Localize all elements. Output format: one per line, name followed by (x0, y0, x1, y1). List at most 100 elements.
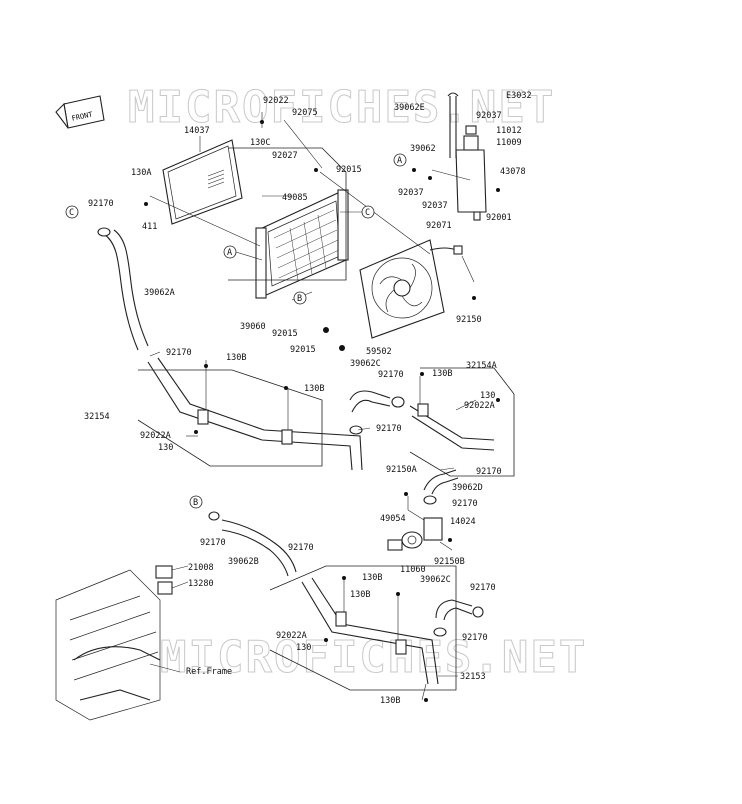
label-92170-b3: 92170 (470, 583, 496, 593)
radiator (255, 189, 349, 299)
label-43078: 43078 (500, 167, 526, 177)
fan-assembly (359, 239, 463, 339)
label-92022: 92022 (263, 96, 289, 106)
label-14037: 14037 (184, 126, 210, 136)
thermostat-housing (387, 469, 459, 551)
label-411: 411 (142, 222, 157, 232)
leader-lines (149, 112, 477, 701)
label-92022A-l: 92022A (140, 431, 171, 441)
label-130B-l: 130B (226, 353, 246, 363)
label-92022A-b: 92022A (276, 631, 307, 641)
label-92037-top: 92037 (476, 111, 502, 121)
label-39062: 39062 (410, 144, 436, 154)
label-49054: 49054 (380, 514, 406, 524)
svg-text:B: B (193, 498, 198, 508)
callout-a-left: A (223, 245, 237, 259)
label-130-b: 130 (296, 643, 311, 653)
callout-c-top: C (65, 205, 79, 219)
group-box-32154 (137, 369, 323, 467)
label-92001: 92001 (486, 213, 512, 223)
label-92150A: 92150A (386, 465, 417, 475)
label-92170-r2: 92170 (376, 424, 402, 434)
callout-b-radiator: B (293, 291, 307, 305)
label-92170-b2: 92170 (288, 543, 314, 553)
label-14024: 14024 (450, 517, 476, 527)
callout-c-radiator: C (361, 205, 375, 219)
label-11060: 11060 (400, 565, 426, 575)
hose-39062A (103, 233, 139, 351)
label-32154: 32154 (84, 412, 110, 422)
front-arrow-icon: FRONT (55, 95, 105, 129)
label-92170-b1: 92170 (200, 538, 226, 548)
hose-clamp (97, 227, 111, 237)
label-92170-l: 92170 (166, 348, 192, 358)
label-130B-b2: 130B (350, 590, 370, 600)
group-box-32153 (269, 565, 457, 691)
label-92071: 92071 (426, 221, 452, 231)
label-130B-b3: 130B (380, 696, 400, 706)
label-92170-b4: 92170 (462, 633, 488, 643)
watermark-bottom: MICROFICHES.NET (160, 632, 587, 683)
label-59502: 59502 (366, 347, 392, 357)
hose-39062A-outline (113, 229, 149, 347)
label-130-r: 130 (480, 391, 495, 401)
callout-b-lower: B (189, 495, 203, 509)
label-130A: 130A (131, 168, 151, 178)
label-39060: 39060 (240, 322, 266, 332)
hose-39062B (208, 511, 297, 577)
label-92015-low: 92015 (290, 345, 316, 355)
svg-text:C: C (69, 208, 74, 218)
label-ref-frame: Ref.Frame (186, 667, 232, 677)
label-49085: 49085 (282, 193, 308, 203)
label-39062C-r: 39062C (350, 359, 381, 369)
watermark-top: MICROFICHES.NET (128, 82, 555, 133)
svg-text:A: A (227, 248, 232, 258)
coolant-reservoir (447, 92, 487, 221)
label-130-l: 130 (158, 443, 173, 453)
label-39062B: 39062B (228, 557, 259, 567)
radiator-screen (162, 139, 243, 225)
label-92150: 92150 (456, 315, 482, 325)
label-130B-l2: 130B (304, 384, 324, 394)
svg-text:C: C (365, 208, 370, 218)
label-92170-r3: 92170 (476, 467, 502, 477)
label-21008: 21008 (188, 563, 214, 573)
label-39062A: 39062A (144, 288, 175, 298)
label-92027: 92027 (272, 151, 298, 161)
label-39062C-b: 39062C (420, 575, 451, 585)
label-32153: 32153 (460, 672, 486, 682)
group-box-32154A (409, 367, 515, 477)
label-92075: 92075 (292, 108, 318, 118)
label-130B-r: 130B (432, 369, 452, 379)
label-92037-b: 92037 (422, 201, 448, 211)
label-39062E: 39062E (394, 103, 425, 113)
fastener-dots (144, 120, 500, 702)
label-92150B: 92150B (434, 557, 465, 567)
callout-a-reservoir: A (393, 153, 407, 167)
pipe-32153 (301, 577, 484, 685)
svg-text:B: B (297, 294, 302, 304)
frame-reference (55, 565, 173, 721)
label-11009: 11009 (496, 138, 522, 148)
pipe-32154 (147, 357, 363, 471)
group-box-radiator (228, 147, 347, 281)
label-92170-r1: 92170 (378, 370, 404, 380)
label-92015-mid: 92015 (272, 329, 298, 339)
svg-text:A: A (397, 156, 402, 166)
label-32154A: 32154A (466, 361, 497, 371)
label-92170-r4: 92170 (452, 499, 478, 509)
label-92037-a: 92037 (398, 188, 424, 198)
label-39062D: 39062D (452, 483, 483, 493)
label-130C: 130C (250, 138, 270, 148)
pipe-32154A (349, 390, 495, 451)
label-92170-c: 92170 (88, 199, 114, 209)
label-11012: 11012 (496, 126, 522, 136)
label-92022A-r: 92022A (464, 401, 495, 411)
label-92015-top: 92015 (336, 165, 362, 175)
label-130B-b1: 130B (362, 573, 382, 583)
diagram-code: E3032 (506, 91, 532, 101)
cap-49054 (387, 539, 403, 551)
label-13280: 13280 (188, 579, 214, 589)
